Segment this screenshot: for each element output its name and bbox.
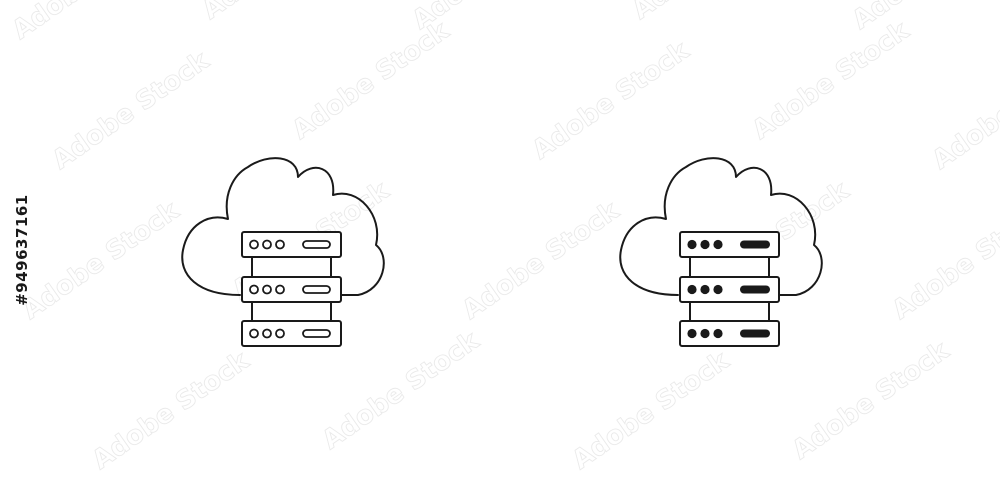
watermark-text: Adobe Stock bbox=[287, 15, 455, 145]
stock-id-label: #949637161 bbox=[13, 194, 31, 306]
watermark-text: Adobe Stock bbox=[87, 345, 255, 475]
watermark-text: Adobe Stock bbox=[567, 345, 735, 475]
watermark-text: Adobe Stock bbox=[197, 0, 365, 26]
watermark-text: Adobe Stock bbox=[847, 0, 1000, 36]
cloud-server-filled-icon bbox=[616, 145, 826, 355]
cloud-server-outline-icon bbox=[178, 145, 388, 355]
watermark-text: Adobe Stock bbox=[407, 0, 575, 36]
watermark-text: Adobe Stock bbox=[17, 195, 185, 325]
watermark-text: Adobe Stock bbox=[887, 195, 1000, 325]
watermark-text: Adobe Stock bbox=[927, 45, 1000, 175]
watermark-text: Adobe Stock bbox=[747, 15, 915, 145]
watermark-text: Adobe Stock bbox=[457, 195, 625, 325]
watermark-text: Adobe Stock bbox=[627, 0, 795, 26]
watermark-text: Adobe Stock bbox=[7, 0, 175, 46]
